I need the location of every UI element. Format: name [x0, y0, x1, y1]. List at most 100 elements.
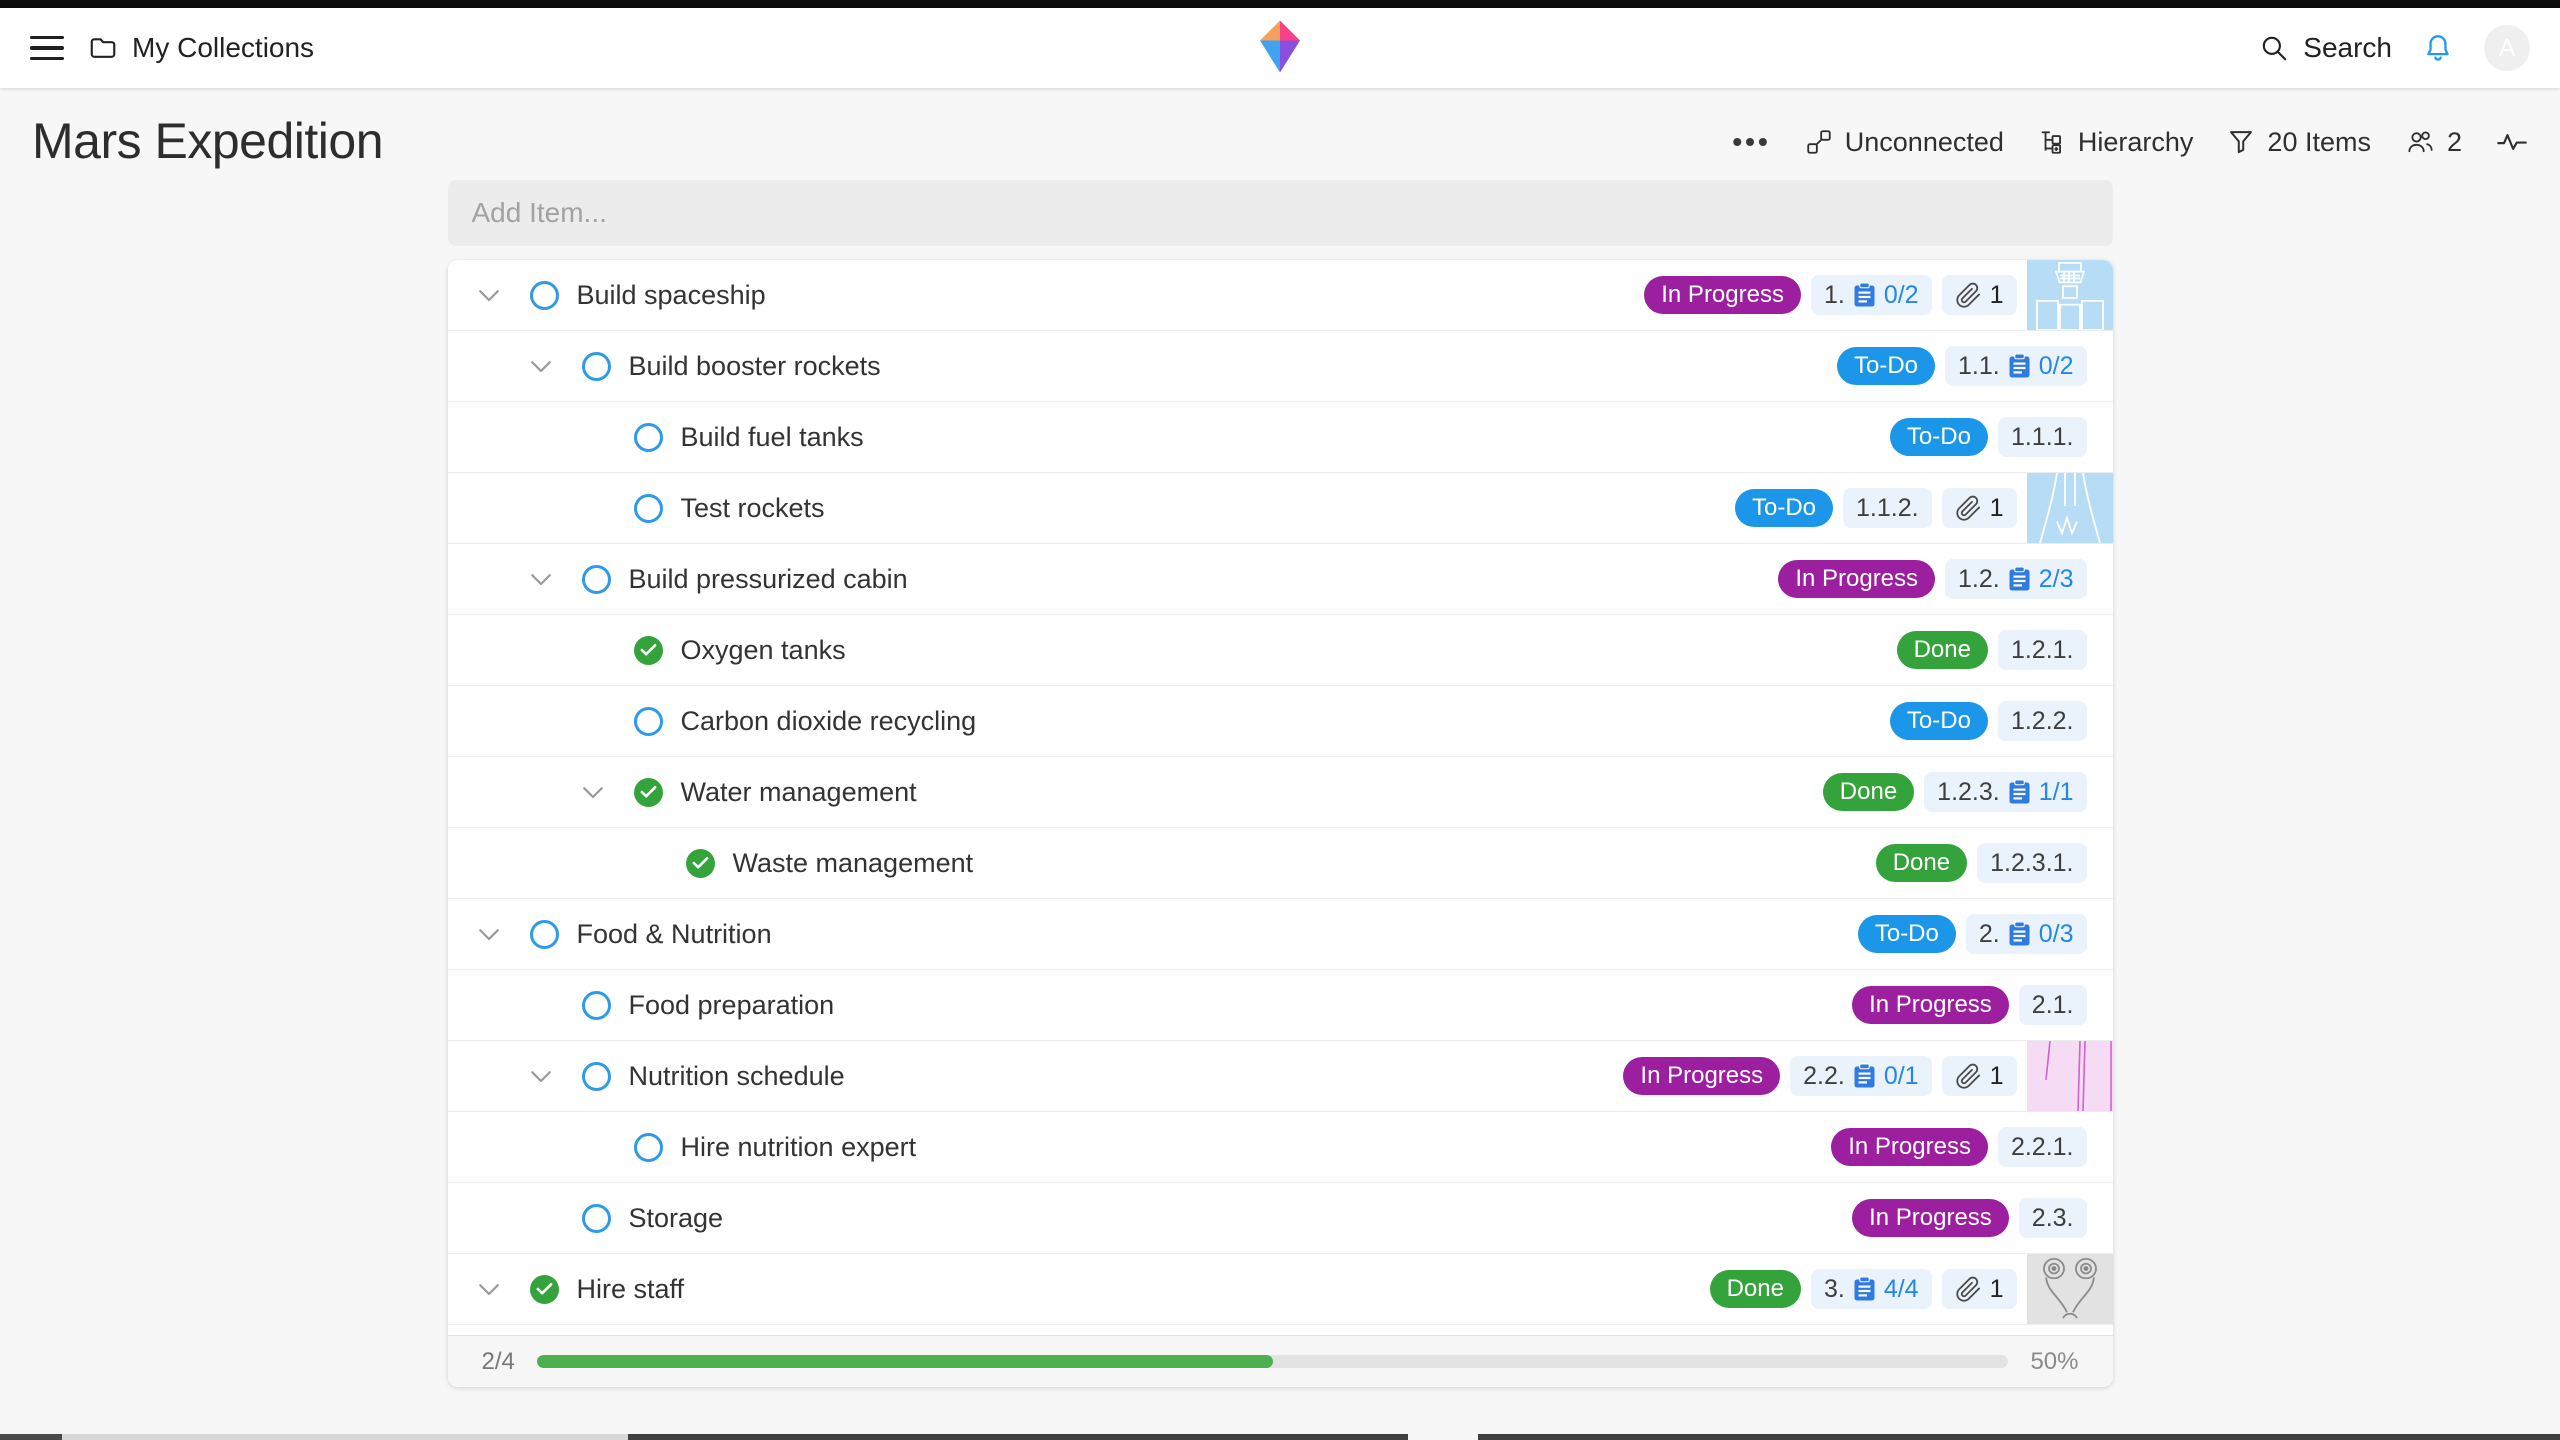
item-title: Hire nutrition expert: [680, 1131, 917, 1162]
add-item-input[interactable]: [447, 180, 2113, 246]
done-checkbox[interactable]: [529, 1274, 559, 1304]
filter-button[interactable]: 20 Items: [2227, 127, 2371, 158]
status-badge[interactable]: Done: [1709, 1270, 1801, 1308]
progress-footer: 2/4 50%: [447, 1335, 2113, 1387]
item-number: 2.2.1.: [2010, 1132, 2074, 1161]
done-checkbox[interactable]: [685, 848, 715, 878]
progress-count: 2/4: [481, 1347, 515, 1375]
item-number: 1.1.2.: [1856, 493, 1919, 522]
menu-button[interactable]: [30, 35, 64, 61]
chevron-spacer: [576, 633, 610, 667]
attachment-pill: 1: [1941, 488, 2017, 528]
checklist-count: 0/3: [2038, 919, 2074, 948]
breadcrumb-label: My Collections: [132, 32, 315, 63]
members-button[interactable]: 2: [2405, 127, 2462, 158]
view-hierarchy-button[interactable]: Hierarchy: [2038, 127, 2193, 158]
todo-checkbox[interactable]: [581, 1203, 611, 1233]
list-item[interactable]: Hire nutrition expert In Progress 2.2.1.: [447, 1112, 2113, 1183]
window-top-edge: [0, 0, 2560, 8]
chevron-spacer: [576, 1130, 610, 1164]
status-badge[interactable]: Done: [1875, 844, 1968, 882]
todo-checkbox[interactable]: [581, 990, 611, 1020]
todo-checkbox[interactable]: [581, 351, 611, 381]
more-button[interactable]: •••: [1732, 126, 1771, 157]
notifications-button[interactable]: [2422, 32, 2454, 64]
todo-checkbox[interactable]: [633, 706, 663, 736]
status-badge[interactable]: To-Do: [1857, 915, 1956, 953]
chevron-down-icon[interactable]: [524, 349, 558, 383]
activity-button[interactable]: [2496, 128, 2528, 156]
status-badge[interactable]: In Progress: [1623, 1057, 1781, 1095]
status-badge[interactable]: To-Do: [1889, 702, 1988, 740]
collection-toolbar: ••• Unconnected Hierarchy 20 Items: [1732, 126, 2528, 158]
chevron-down-icon[interactable]: [472, 278, 506, 312]
paperclip-icon: [1955, 495, 1982, 522]
status-badge[interactable]: To-Do: [1889, 418, 1988, 456]
attachment-pill: 1: [1941, 1056, 2017, 1096]
item-number: 1.2.1.: [2010, 635, 2074, 664]
search-button[interactable]: Search: [2259, 32, 2392, 64]
status-badge[interactable]: To-Do: [1837, 347, 1936, 385]
checklist-icon: [1853, 282, 1876, 308]
chevron-down-icon[interactable]: [472, 1272, 506, 1306]
chevron-spacer: [576, 420, 610, 454]
item-number: 2.1.: [2031, 990, 2074, 1019]
done-checkbox[interactable]: [633, 635, 663, 665]
todo-checkbox[interactable]: [581, 564, 611, 594]
status-badge[interactable]: In Progress: [1852, 1199, 2009, 1237]
attachment-thumbnail-pink-chart[interactable]: [2026, 1041, 2113, 1111]
chevron-down-icon[interactable]: [524, 562, 558, 596]
attachment-pill: 1: [1941, 1269, 2017, 1309]
attachment-thumbnail-alien[interactable]: [2026, 1254, 2113, 1324]
attachment-thumbnail-rocket-top[interactable]: [2026, 260, 2113, 330]
done-checkbox[interactable]: [633, 777, 663, 807]
status-badge[interactable]: In Progress: [1778, 560, 1936, 598]
todo-checkbox[interactable]: [529, 919, 559, 949]
todo-checkbox[interactable]: [529, 280, 559, 310]
attachment-count: 1: [1989, 1061, 2004, 1090]
avatar[interactable]: A: [2484, 25, 2530, 71]
todo-checkbox[interactable]: [581, 1061, 611, 1091]
status-badge[interactable]: In Progress: [1644, 276, 1801, 314]
status-badge[interactable]: Done: [1896, 631, 1988, 669]
status-badge[interactable]: In Progress: [1831, 1128, 1988, 1166]
checklist-icon: [2008, 921, 2031, 947]
status-badge[interactable]: To-Do: [1735, 489, 1834, 527]
chevron-down-icon[interactable]: [524, 1059, 558, 1093]
list-item[interactable]: Test rockets To-Do 1.1.2. 1: [447, 473, 2113, 544]
app-logo[interactable]: [1257, 19, 1303, 78]
item-title: Test rockets: [680, 492, 825, 523]
chevron-down-icon[interactable]: [576, 775, 610, 809]
connections-button[interactable]: Unconnected: [1805, 127, 2004, 158]
todo-checkbox[interactable]: [633, 1132, 663, 1162]
status-badge[interactable]: In Progress: [1852, 986, 2009, 1024]
topbar: My Collections Search A: [0, 8, 2560, 88]
breadcrumb[interactable]: My Collections: [88, 32, 314, 64]
item-number-pill: 2.3.: [2018, 1198, 2087, 1238]
search-icon: [2259, 33, 2289, 63]
status-badge[interactable]: Done: [1822, 773, 1915, 811]
attachment-thumbnail-rocket-bottom[interactable]: [2026, 473, 2113, 543]
todo-checkbox[interactable]: [633, 493, 663, 523]
item-number: 1.: [1823, 280, 1845, 309]
item-number-pill: 2.1.: [2018, 985, 2087, 1025]
checklist-count: 0/2: [1883, 280, 1919, 309]
chevron-down-icon[interactable]: [472, 917, 506, 951]
checklist-icon: [2008, 353, 2031, 379]
item-number: 1.2.2.: [2010, 706, 2074, 735]
todo-checkbox[interactable]: [633, 422, 663, 452]
